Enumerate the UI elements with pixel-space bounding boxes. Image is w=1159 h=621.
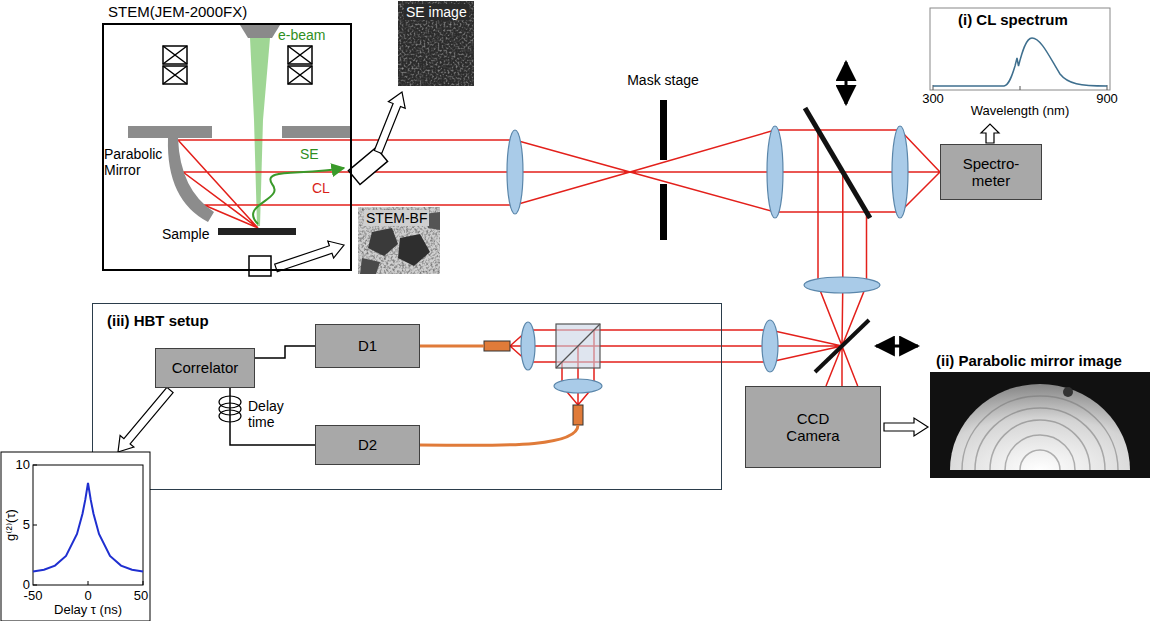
mirror-pattern [950, 384, 1130, 470]
optical-lens [804, 277, 880, 293]
axis-tick [33, 465, 143, 585]
signal-arrow [275, 241, 344, 272]
signal-arrow [374, 92, 405, 154]
panel-title: STEM(JEM-2000FX) [108, 3, 247, 20]
box-label: D2 [358, 436, 377, 453]
tick-label: 0 [84, 589, 91, 604]
chart-frame [930, 8, 1110, 90]
optical-fiber [420, 345, 484, 348]
fiber-coupler [573, 405, 583, 425]
axis-title: g⁽²⁾(τ) [4, 509, 19, 541]
optical-lens [762, 320, 778, 372]
interference-ring [962, 396, 1118, 470]
detector-box: D1 [315, 324, 420, 368]
secondary-electron-path [253, 168, 344, 224]
axis-title: Wavelength (nm) [971, 104, 1070, 119]
part-label: Mask stage [627, 72, 699, 88]
output-arrow [884, 418, 928, 436]
tick-label: 50 [134, 589, 148, 604]
beam-label: e-beam [278, 27, 325, 43]
mirror-hole [1063, 387, 1073, 397]
particle [368, 228, 398, 256]
spectrum-curve [933, 38, 1107, 86]
part-label: Delay time [248, 398, 292, 430]
box-label: Spectro- meter [954, 155, 1028, 190]
image-title: SE image [404, 4, 469, 20]
optical-lens [892, 126, 908, 218]
optical-lens [507, 130, 523, 214]
light-ray [178, 130, 940, 405]
parabolic-mirror [168, 138, 214, 222]
camera-image [930, 372, 1150, 478]
tick-label: 5 [23, 518, 30, 533]
output-arrow [118, 387, 173, 452]
box-label: Correlator [172, 359, 239, 376]
axis-title: Delay τ (ns) [54, 603, 122, 618]
electron-beam [250, 38, 270, 226]
part-label: Parabolic Mirror [104, 146, 170, 178]
optical-lens [767, 126, 783, 218]
se-image [398, 1, 474, 86]
plot-frame [33, 465, 143, 585]
optical-fiber [420, 425, 578, 445]
instrument-box: Spectro- meter [940, 144, 1042, 200]
particle [360, 258, 380, 274]
beam-splitter [556, 324, 600, 368]
tick-label: -50 [24, 589, 43, 604]
se-image-texture [398, 1, 474, 86]
optical-lens [521, 322, 535, 370]
mask-plate [660, 184, 667, 240]
instrument-box: CCD Camera [745, 386, 881, 468]
panel-title: (iii) HBT setup [107, 312, 209, 329]
optical-lens [554, 379, 602, 393]
instrument-box: Correlator [155, 348, 255, 388]
tick-label: 10 [16, 458, 30, 473]
lens-cross [163, 46, 312, 84]
mask-plate [660, 100, 667, 160]
signal-label: SE [300, 146, 319, 162]
detector-box: D2 [315, 425, 420, 465]
sample-holder [218, 228, 296, 235]
motion-arrow [876, 345, 918, 348]
bf-image-texture [358, 207, 440, 274]
signal-cable [255, 346, 315, 358]
parabolic-mirror [282, 126, 352, 138]
panel-title: (ii) Parabolic mirror image [936, 352, 1122, 369]
bf-image [358, 207, 440, 274]
part-label: Sample [162, 226, 209, 242]
particle [398, 234, 430, 266]
tick-label: 300 [922, 92, 944, 107]
parabolic-mirror [128, 126, 212, 138]
fiber-coupler [484, 341, 510, 351]
beam-splitter [556, 324, 600, 368]
panel-title: (i) CL spectrum [958, 11, 1068, 28]
output-arrow [981, 124, 999, 143]
signal-cable [230, 388, 315, 445]
box-label: CCD Camera [780, 410, 846, 445]
signal-label: CL [312, 180, 330, 196]
plot-panel [1, 452, 150, 621]
image-title: STEM-BF [364, 210, 429, 226]
box-label: D1 [358, 337, 377, 354]
correlation-curve [33, 483, 143, 572]
electron-gun [240, 25, 280, 38]
motion-arrow [845, 62, 848, 104]
movable-mirror [805, 108, 870, 218]
tick-label: 900 [1096, 92, 1118, 107]
bf-detector [249, 256, 271, 276]
movable-mirror [815, 320, 869, 372]
setup-panel: Correlator D1D2 (iii) HBT setup [92, 303, 722, 490]
